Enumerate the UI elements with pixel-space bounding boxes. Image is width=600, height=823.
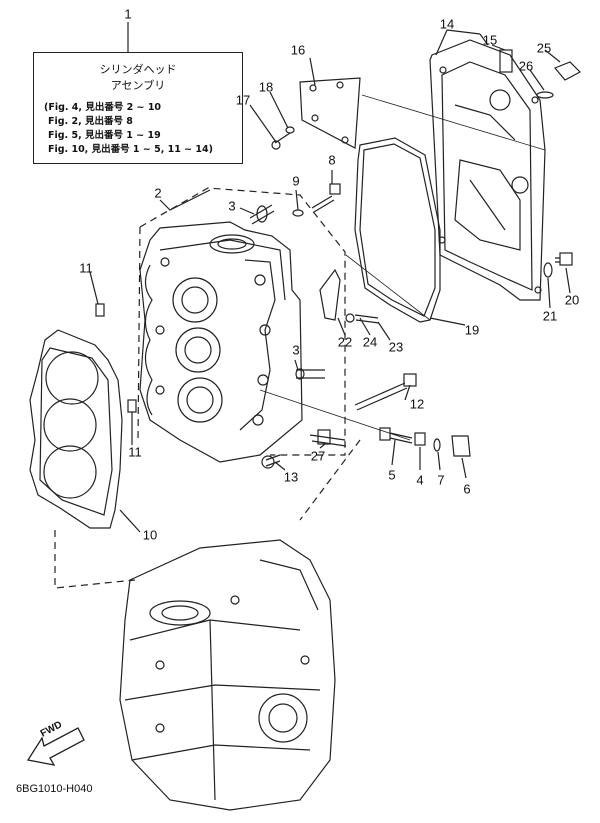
part-number-label: 14 [439,16,455,32]
callout-title-line2: アセンブリ [110,80,166,92]
part-number-label: 2 [154,185,162,201]
part-number-label: 23 [388,339,404,355]
part-number-label: 13 [283,469,299,485]
head-gasket [29,329,123,529]
part-number-label: 10 [142,527,158,543]
part-number-label: 8 [328,152,336,168]
part-number-label: 26 [518,58,534,74]
callout-ref-line: (Fig. 4, 見出番号 2 ~ 10 [44,102,162,113]
diagram-code: 6BG1010-H040 [16,783,93,795]
part-number-label: 21 [542,308,558,324]
callout-title-line1: シリンダヘッド [99,64,177,76]
callout-ref-line: Fig. 5, 見出番号 1 ~ 19 [48,130,161,141]
cylinder-head [139,221,303,463]
part-number-label: 9 [292,173,300,189]
part-number-label: 19 [464,322,480,338]
callout-ref-line: Fig. 10, 見出番号 1 ~ 5, 11 ~ 14) [48,144,213,155]
part-number-label: 25 [536,40,552,56]
part-number-label: 17 [235,92,251,108]
part-number-label: 6 [463,481,471,497]
part-number-label: 22 [337,334,353,350]
callout-ref-line: Fig. 2, 見出番号 8 [48,116,133,127]
part-number-label: 11 [128,444,142,460]
part-number-label: 4 [416,472,424,488]
part-number-label: 5 [388,467,396,483]
part-number-label: 27 [310,448,326,464]
part-number-label: 16 [290,42,306,58]
part-number-label: 7 [437,472,445,488]
part-number-label: 24 [362,334,378,350]
cover-plate [299,77,361,149]
assembly-callout-box: シリンダヘッド アセンブリ (Fig. 4, 見出番号 2 ~ 10 Fig. … [33,52,243,164]
part-number-label: 15 [482,32,498,48]
cover-gasket [354,137,441,323]
part-number-label: 11 [79,260,93,276]
part-number-label: 20 [564,292,580,308]
fwd-arrow-icon [26,727,85,766]
crankcase-block [119,539,336,811]
cylinder-head-cover [429,39,546,301]
part-number-label: 3 [292,342,300,358]
part-number-label: 3 [228,198,236,214]
part-number-label: 12 [409,396,425,412]
part-number-label: 18 [258,79,274,95]
part-number-label: 1 [124,6,132,22]
